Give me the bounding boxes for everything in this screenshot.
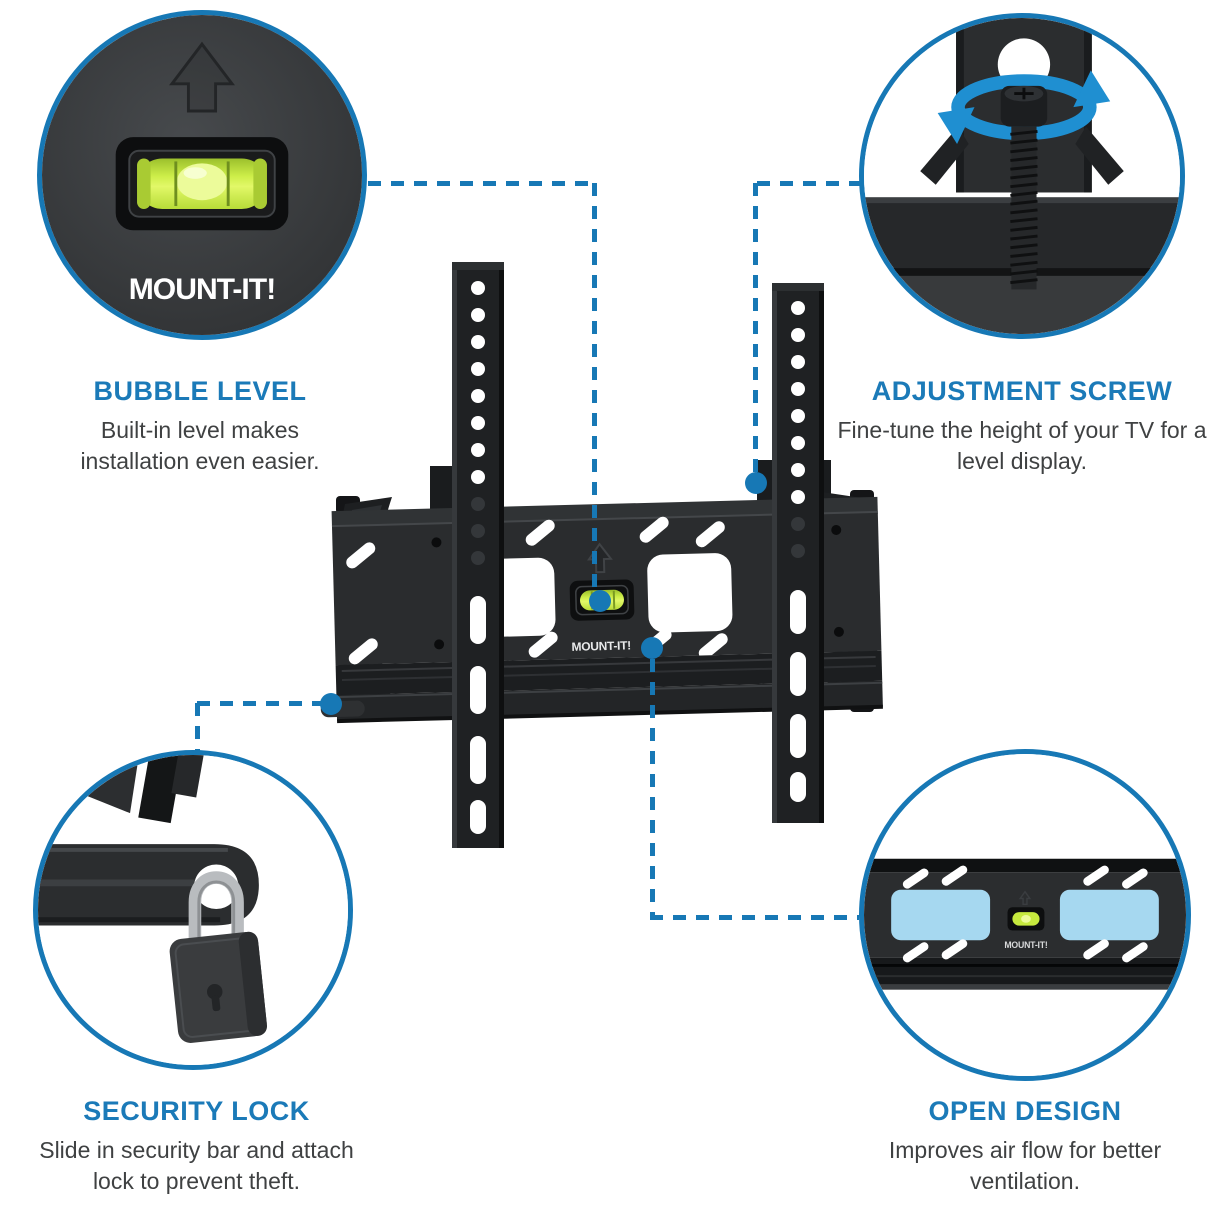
callout-photo-bubble-level: MOUNT-IT! — [37, 10, 367, 340]
left-tv-rail — [452, 262, 504, 848]
up-arrow-icon — [169, 41, 235, 113]
airflow-cutout-right — [1059, 889, 1159, 941]
marker-open-design — [641, 637, 663, 659]
marker-bubble-level — [589, 590, 611, 612]
connector-adjustment-screw-h — [757, 181, 860, 186]
padlock-icon — [169, 871, 268, 1043]
callout-title-security-lock: SECURITY LOCK — [83, 1096, 310, 1126]
callout-desc-bubble-level: Built-in level makes installation even e… — [80, 417, 320, 474]
connector-open-design-h — [650, 915, 859, 920]
airflow-cutout-left — [891, 889, 991, 941]
feature-open-design: OPEN DESIGN Improves air flow for better… — [875, 1096, 1175, 1197]
connector-bubble-level-v — [592, 183, 597, 588]
right-tv-rail — [772, 283, 824, 823]
connector-adjustment-screw-v — [753, 183, 758, 472]
bubble-level-small — [1007, 907, 1045, 931]
callout-desc-security-lock: Slide in security bar and attach lock to… — [39, 1137, 354, 1194]
callout-photo-adjustment-screw — [859, 13, 1185, 339]
feature-bubble-level: BUBBLE LEVEL Built-in level makes instal… — [45, 376, 355, 477]
plate-logo: MOUNT-IT! — [571, 638, 631, 654]
callout-title-open-design: OPEN DESIGN — [928, 1096, 1122, 1126]
callout-desc-open-design: Improves air flow for better ventilation… — [888, 1137, 1162, 1194]
connector-bubble-level-h — [368, 181, 597, 186]
brand-logo: MOUNT-IT! — [129, 273, 275, 306]
feature-adjustment-screw: ADJUSTMENT SCREW Fine-tune the height of… — [832, 376, 1212, 477]
adjustment-screw — [1000, 85, 1048, 290]
callout-title-adjustment-screw: ADJUSTMENT SCREW — [871, 376, 1173, 406]
callout-desc-adjustment-screw: Fine-tune the height of your TV for a le… — [837, 417, 1207, 474]
security-bar — [38, 844, 259, 926]
vent-slots — [902, 865, 1148, 963]
brand-logo-small: MOUNT-IT! — [1004, 940, 1048, 950]
feature-security-lock: SECURITY LOCK Slide in security bar and … — [24, 1096, 369, 1197]
bubble-level-housing — [115, 137, 289, 231]
connector-security-lock-h — [197, 701, 321, 706]
up-arrow-icon — [586, 542, 613, 574]
plate-cutout-right — [647, 553, 733, 633]
callout-title-bubble-level: BUBBLE LEVEL — [93, 376, 307, 406]
callout-photo-open-design: MOUNT-IT! — [859, 749, 1191, 1081]
marker-security-lock — [320, 693, 342, 715]
connector-open-design-v — [650, 659, 655, 918]
callout-photo-security-lock — [33, 750, 353, 1070]
marker-adjustment-screw — [745, 472, 767, 494]
up-arrow-icon — [1018, 890, 1032, 906]
connector-security-lock-v — [195, 703, 200, 751]
